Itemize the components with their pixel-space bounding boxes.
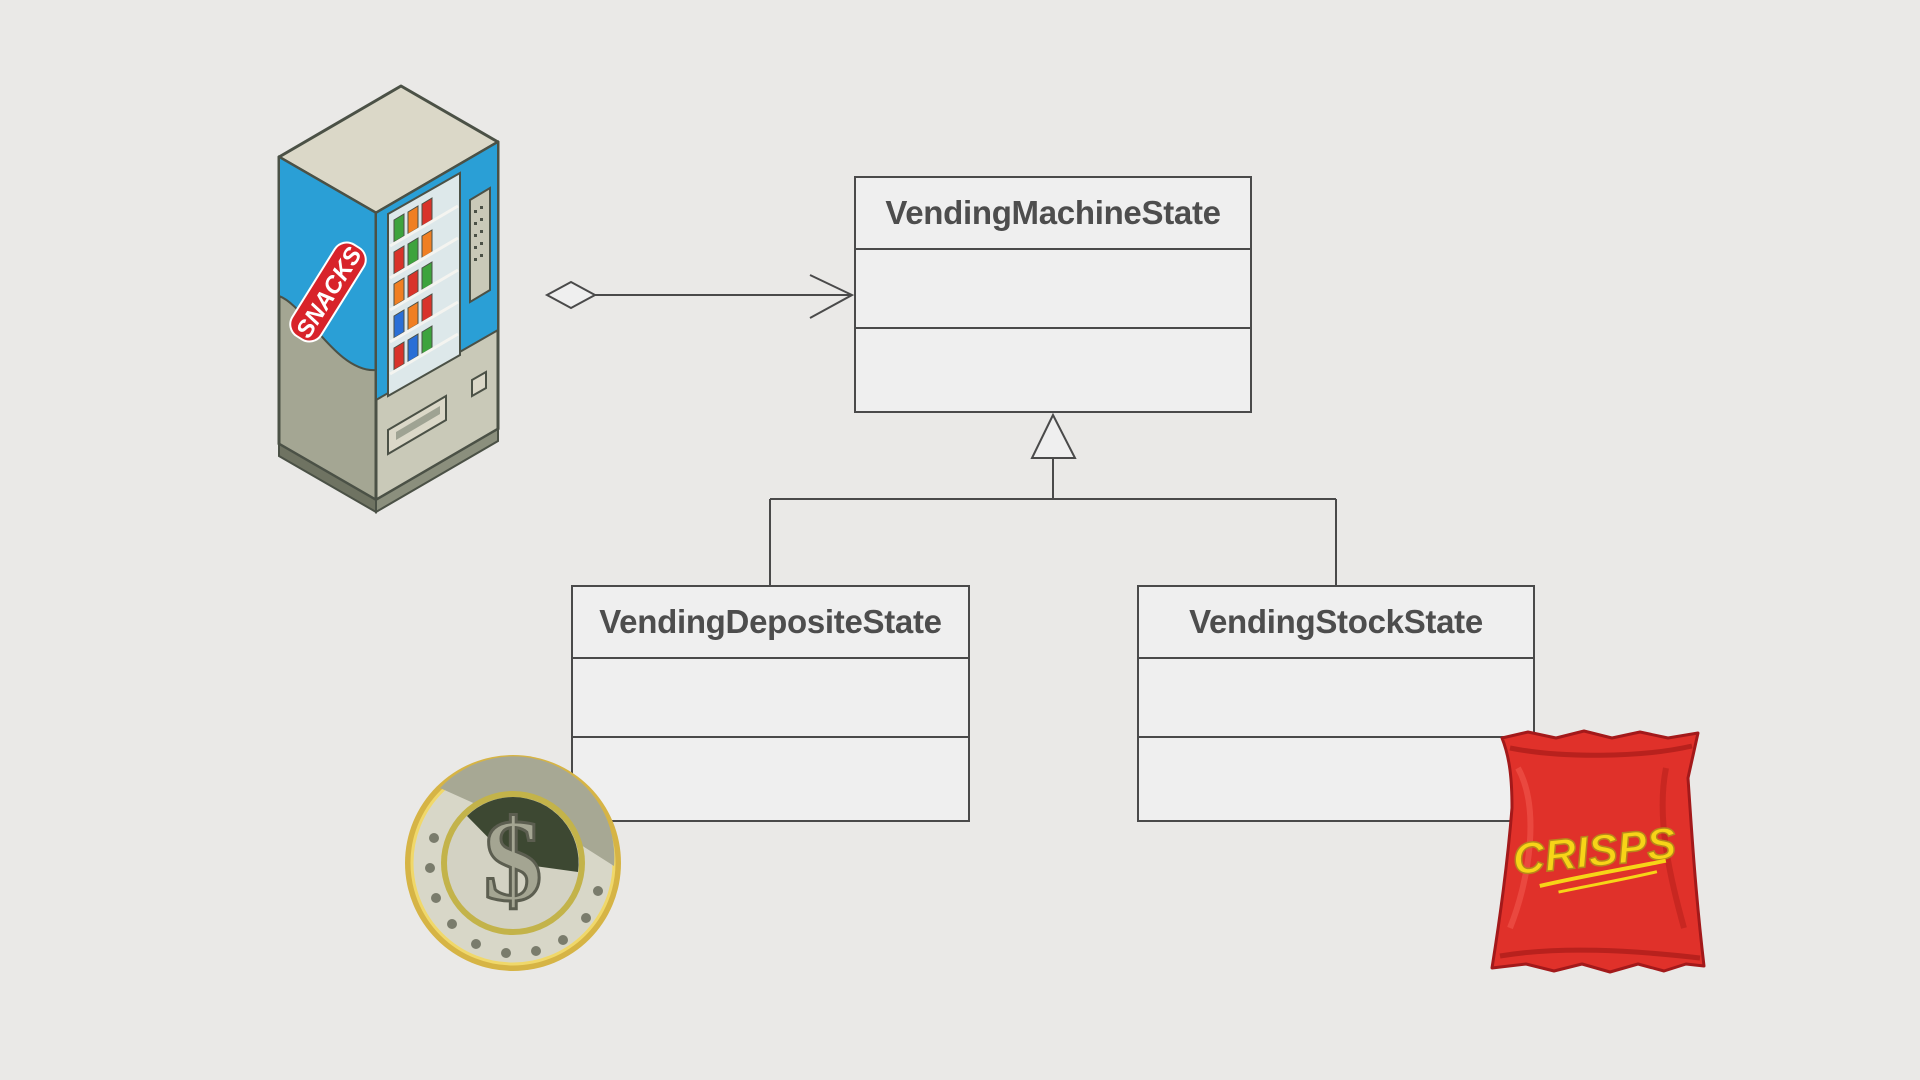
class-operations-compartment — [573, 738, 968, 818]
aggregation-arrowhead — [809, 274, 855, 319]
aggregation-relationship — [544, 274, 855, 319]
dollar-coin-icon: $ — [405, 755, 621, 971]
class-name: VendingMachineState — [856, 178, 1250, 250]
class-attributes-compartment — [1139, 659, 1533, 738]
dollar-symbol: $ — [484, 795, 543, 926]
class-name: VendingDepositeState — [573, 587, 968, 659]
class-name: VendingStockState — [1139, 587, 1533, 659]
class-operations-compartment — [856, 329, 1250, 409]
class-vending-machine-state: VendingMachineState — [854, 176, 1252, 413]
class-attributes-compartment — [856, 250, 1250, 329]
aggregation-diamond — [544, 280, 598, 310]
generalization-triangle — [1030, 412, 1077, 459]
crisps-bag-icon: CRISPS — [1490, 729, 1706, 974]
vending-machine-icon: SNACKS — [277, 84, 500, 514]
class-attributes-compartment — [573, 659, 968, 738]
generalization-relationship — [769, 412, 1337, 585]
class-vending-deposite-state: VendingDepositeState — [571, 585, 970, 822]
class-vending-stock-state: VendingStockState — [1137, 585, 1535, 822]
